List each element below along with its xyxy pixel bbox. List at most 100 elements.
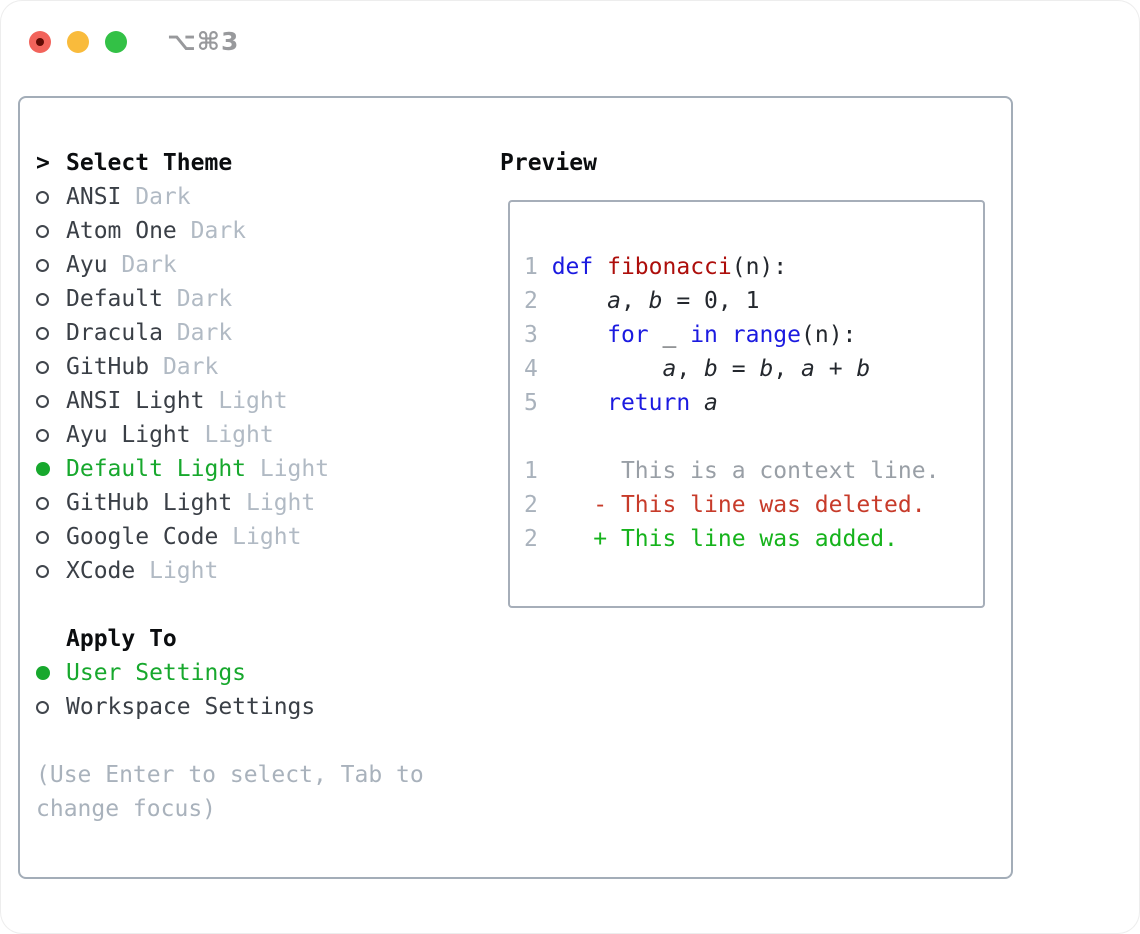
select-theme-header-row: > Select Theme: [36, 146, 424, 180]
code-token: a: [662, 356, 677, 382]
radio-icon: [36, 496, 66, 510]
theme-variant: Dark: [176, 218, 247, 244]
radio-icon: [36, 190, 66, 204]
zoom-icon[interactable]: [105, 30, 127, 53]
theme-variant: Dark: [162, 320, 233, 346]
line-number: 2: [524, 526, 538, 552]
radio-icon: [36, 394, 66, 408]
help-line-1: (Use Enter to select, Tab to: [36, 762, 424, 788]
theme-option[interactable]: GitHub Light Light: [36, 486, 424, 520]
theme-option-label: ANSI Light Light: [66, 388, 288, 414]
theme-variant: Dark: [162, 286, 233, 312]
diff-line: 2 + This line was added.: [524, 522, 983, 556]
theme-option[interactable]: Default Light Light: [36, 452, 424, 486]
apply-to-name: User Settings: [66, 660, 247, 686]
code-line: 2 a, b = 0, 1: [524, 284, 983, 318]
code-token: [718, 322, 732, 348]
close-icon[interactable]: [29, 30, 51, 53]
code-token: a: [607, 288, 621, 314]
code-token: in: [690, 322, 718, 348]
help-line-2: change focus): [36, 796, 217, 822]
theme-name: XCode: [66, 558, 136, 584]
radio-icon: [36, 360, 66, 374]
code-token: _: [648, 322, 691, 348]
code-token: fibonacci: [607, 254, 732, 280]
circle-glyph: [36, 462, 50, 476]
theme-option-label: Google Code Light: [66, 524, 301, 550]
code-token: (n):: [731, 254, 788, 280]
circle-glyph: [36, 428, 49, 442]
line-number: 3: [524, 322, 552, 348]
minimize-icon[interactable]: [67, 30, 89, 53]
radio-icon: [36, 258, 66, 272]
code-token: b: [856, 356, 871, 382]
circle-glyph: [36, 360, 49, 374]
code-token: =: [717, 356, 760, 382]
diff-text: + This line was added.: [537, 526, 898, 552]
theme-name: Ayu: [66, 252, 108, 278]
spacer: [36, 724, 424, 758]
theme-name: Default Light: [66, 456, 247, 482]
code-token: = 0, 1: [662, 288, 760, 314]
theme-option-label: Atom One Dark: [66, 218, 246, 244]
theme-name: GitHub: [66, 354, 150, 380]
radio-icon: [36, 292, 66, 306]
line-number: 1: [524, 458, 538, 484]
theme-name: Dracula: [66, 320, 163, 346]
apply-to-option[interactable]: Workspace Settings: [36, 690, 424, 724]
theme-name: Google Code: [66, 524, 219, 550]
blank-line: [524, 420, 983, 454]
theme-option-label: Ayu Light Light: [66, 422, 274, 448]
theme-option-label: XCode Light: [66, 558, 218, 584]
help-text: (Use Enter to select, Tab to change focu…: [36, 758, 424, 826]
theme-name: Ayu Light: [66, 422, 191, 448]
theme-variant: Light: [204, 388, 288, 414]
theme-option[interactable]: Dracula Dark: [36, 316, 424, 350]
theme-option[interactable]: XCode Light: [36, 554, 424, 588]
apply-to-option[interactable]: User Settings: [36, 656, 424, 690]
theme-option-label: Dracula Dark: [66, 320, 232, 346]
theme-option-label: Default Dark: [66, 286, 232, 312]
diff-line: 2 - This line was deleted.: [524, 488, 983, 522]
theme-option[interactable]: ANSI Dark: [36, 180, 424, 214]
select-theme-title: Select Theme: [66, 150, 233, 176]
theme-variant: Light: [218, 524, 302, 550]
code-line: 5 return a: [524, 386, 983, 420]
theme-option[interactable]: Google Code Light: [36, 520, 424, 554]
close-dot-icon: [36, 37, 44, 46]
theme-option[interactable]: GitHub Dark: [36, 350, 424, 384]
circle-glyph: [36, 292, 49, 306]
line-number: 5: [524, 390, 552, 416]
code-token: ,: [773, 356, 802, 382]
code-token: return: [607, 390, 691, 416]
theme-option[interactable]: Ayu Dark: [36, 248, 424, 282]
radio-icon: [36, 700, 66, 714]
theme-name: ANSI: [66, 184, 122, 210]
theme-option[interactable]: Default Dark: [36, 282, 424, 316]
radio-icon: [36, 564, 66, 578]
code-token: a: [801, 356, 815, 382]
theme-option-label: GitHub Light Light: [66, 490, 315, 516]
code-token: b: [704, 356, 718, 382]
line-number: 2: [524, 288, 552, 314]
focus-caret-icon: >: [36, 150, 50, 176]
circle-glyph: [36, 258, 49, 272]
theme-option[interactable]: ANSI Light Light: [36, 384, 424, 418]
titlebar: ⌥⌘3: [29, 27, 239, 56]
radio-icon: [36, 326, 66, 340]
apply-to-header-row: Apply To: [36, 622, 424, 656]
theme-option[interactable]: Ayu Light Light: [36, 418, 424, 452]
code-token: range: [731, 322, 801, 348]
code-token: a: [704, 390, 718, 416]
code-token: (n):: [801, 322, 857, 348]
theme-option[interactable]: Atom One Dark: [36, 214, 424, 248]
code-token: [552, 322, 607, 348]
code-token: def: [551, 254, 594, 280]
circle-glyph: [36, 666, 50, 680]
theme-option-label: GitHub Dark: [66, 354, 218, 380]
radio-icon: [36, 224, 66, 238]
